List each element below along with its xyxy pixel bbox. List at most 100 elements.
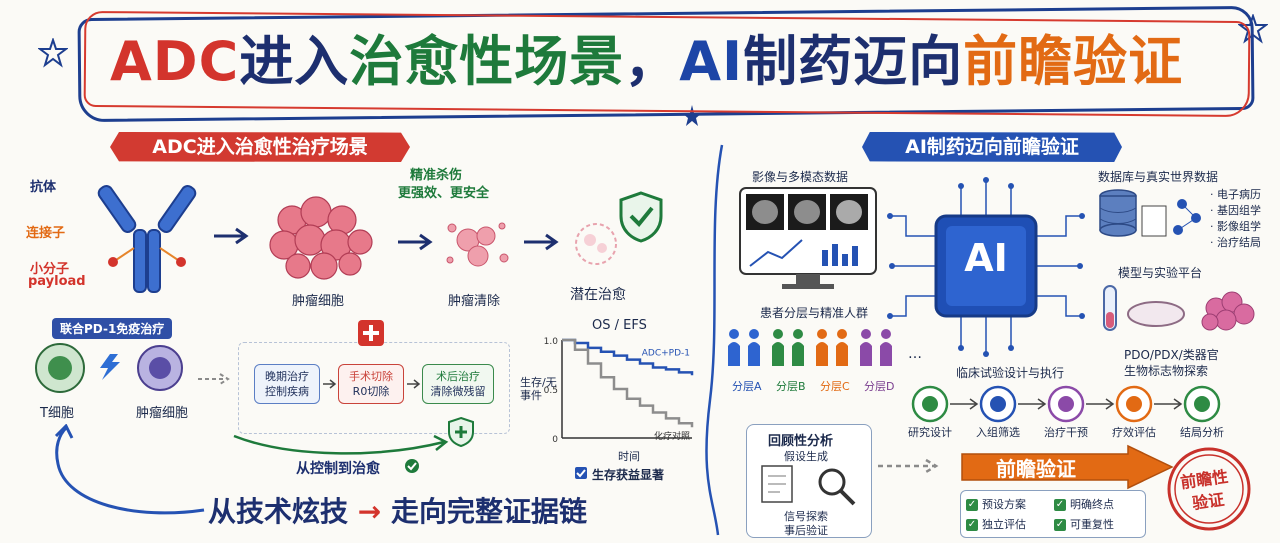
db-item: · 电子病历 [1210,188,1261,201]
arrow-right-icon [407,379,421,389]
db-item-text: 影像组学 [1217,220,1261,233]
y-tick-label: 1.0 [544,337,559,347]
antibody-icon [97,185,197,293]
medical-cross-icon [358,320,384,346]
trial-step-dot [990,396,1006,412]
validation-stamp [1167,447,1251,531]
prospective-label: 前瞻验证 [996,457,1076,481]
check-circle-icon [405,459,419,473]
chart-ylabel: 生存/无事件 [520,376,557,402]
shield-check-icon [619,191,663,243]
patient-groups-icon [728,329,892,366]
prospective-card [960,490,1146,538]
slogan-arrow: → [357,495,382,528]
prospective-item-text: 可重复性 [1070,518,1114,531]
survival-benefit-label: 生存获益显著 [592,468,665,482]
cure-label: 潜在治愈 [570,287,626,303]
stratum-label: 分层D [864,380,895,393]
database-icon [1099,189,1201,237]
chart-title: OS / EFS [592,318,647,333]
control-to-cure-label: 从控制到治愈 [296,461,380,477]
person-icon [772,329,784,366]
pdo-label: PDO/PDX/类器官 [1124,348,1219,362]
series-line [562,338,694,428]
y-tick-label: 0.5 [544,386,558,396]
series-label: 化疗对照 [654,430,690,442]
section-divider [705,144,724,536]
step-line: 清除微残留 [430,385,486,398]
title-part: 进入 [239,30,350,93]
tumor-cell-label: 肿瘤细胞 [292,294,345,309]
trial-step-dot [1194,396,1210,412]
curved-arrow-icon [233,434,449,455]
lightning-icon [100,354,120,380]
check-icon: ✓ [966,519,978,531]
residual-cell-icon [575,223,617,265]
organoid-icon [1103,285,1255,331]
magnifier-doc-icon [761,465,856,506]
tumor-clearing-icon [446,222,509,267]
pd1-pill: 联合PD-1免疫治疗 [52,318,173,339]
person-icon [728,329,740,366]
biomarker-label: 生物标志物探索 [1124,364,1209,378]
retro-hypothesis: 假设生成 [784,450,828,463]
prospective-item: ✓明确终点 [1054,496,1114,512]
stratum-label: 分层B [776,380,806,393]
chart-xlabel: 时间 [618,450,640,463]
slogan-part-b: 走向完整证据链 [390,495,587,528]
db-item-text: 电子病历 [1217,188,1261,201]
db-item: · 影像组学 [1210,220,1261,233]
dashed-arrow-icon [198,373,230,385]
model-label: 模型与实验平台 [1118,266,1203,280]
loop-arrow-icon [54,424,205,515]
prospective-arrow [961,444,1174,490]
antibody-label: 抗体 [30,180,57,195]
precision-label: 精准杀伤 [410,168,463,183]
imaging-label: 影像与多模态数据 [752,170,849,184]
title-part: ， [624,30,680,93]
monitor-icon [739,187,877,289]
bottom-slogan: 从技术炫技 → 走向完整证据链 [208,490,587,530]
prospective-item-text: 明确终点 [1070,498,1114,511]
trial-step-label: 入组筛选 [976,426,1020,439]
tumor-clear-label: 肿瘤清除 [448,294,501,309]
prospective-item: ✓可重复性 [1054,516,1114,532]
slogan-part-a: 从技术炫技 [208,495,349,528]
star-icon [1238,14,1268,44]
payload-label-en: payload [28,274,86,289]
ai-chip-icon [887,177,1085,357]
prospective-item: ✓预设方案 [966,496,1026,512]
arrow-right-icon [214,227,249,245]
tumor-cell-label-2: 肿瘤细胞 [136,406,189,421]
linker-label: 连接子 [26,226,66,241]
dashed-arrow-icon [878,458,939,474]
star-icon [38,38,68,68]
precision-sub-label: 更强效、更安全 [398,186,490,201]
check-icon: ✓ [966,499,978,511]
left-banner: ADC进入治愈性治疗场景 [110,132,410,162]
step-line: 控制疾病 [265,385,309,398]
stratum-label: 分层A [732,380,762,393]
retro-title: 回顾性分析 [768,434,834,449]
person-icon [836,329,848,366]
db-item: · 治疗结局 [1210,236,1261,249]
y-tick-label: 0 [552,435,558,445]
prospective-item: ✓独立评估 [966,516,1026,532]
step-line: 晚期治疗 [265,370,309,383]
step-line: 术后治疗 [436,370,480,383]
step-late-treatment: 晚期治疗 控制疾病 [254,364,320,404]
title-part: 制药 [743,30,854,93]
retro-card [746,424,872,538]
step-line: 手术切除 [349,370,393,383]
trial-step-dot [1126,396,1142,412]
ai-chip-label: AI [964,236,1008,280]
trial-step-dot [922,396,938,412]
trial-step-label: 治疗干预 [1044,426,1088,439]
trial-step-label: 研究设计 [908,426,952,439]
tumor-cell-cluster-icon [269,196,373,280]
retro-post-hoc: 事后验证 [784,524,828,537]
tumor-cell-icon [137,345,183,391]
payload-label: 小分子 [30,262,70,277]
star-icon [682,105,702,126]
